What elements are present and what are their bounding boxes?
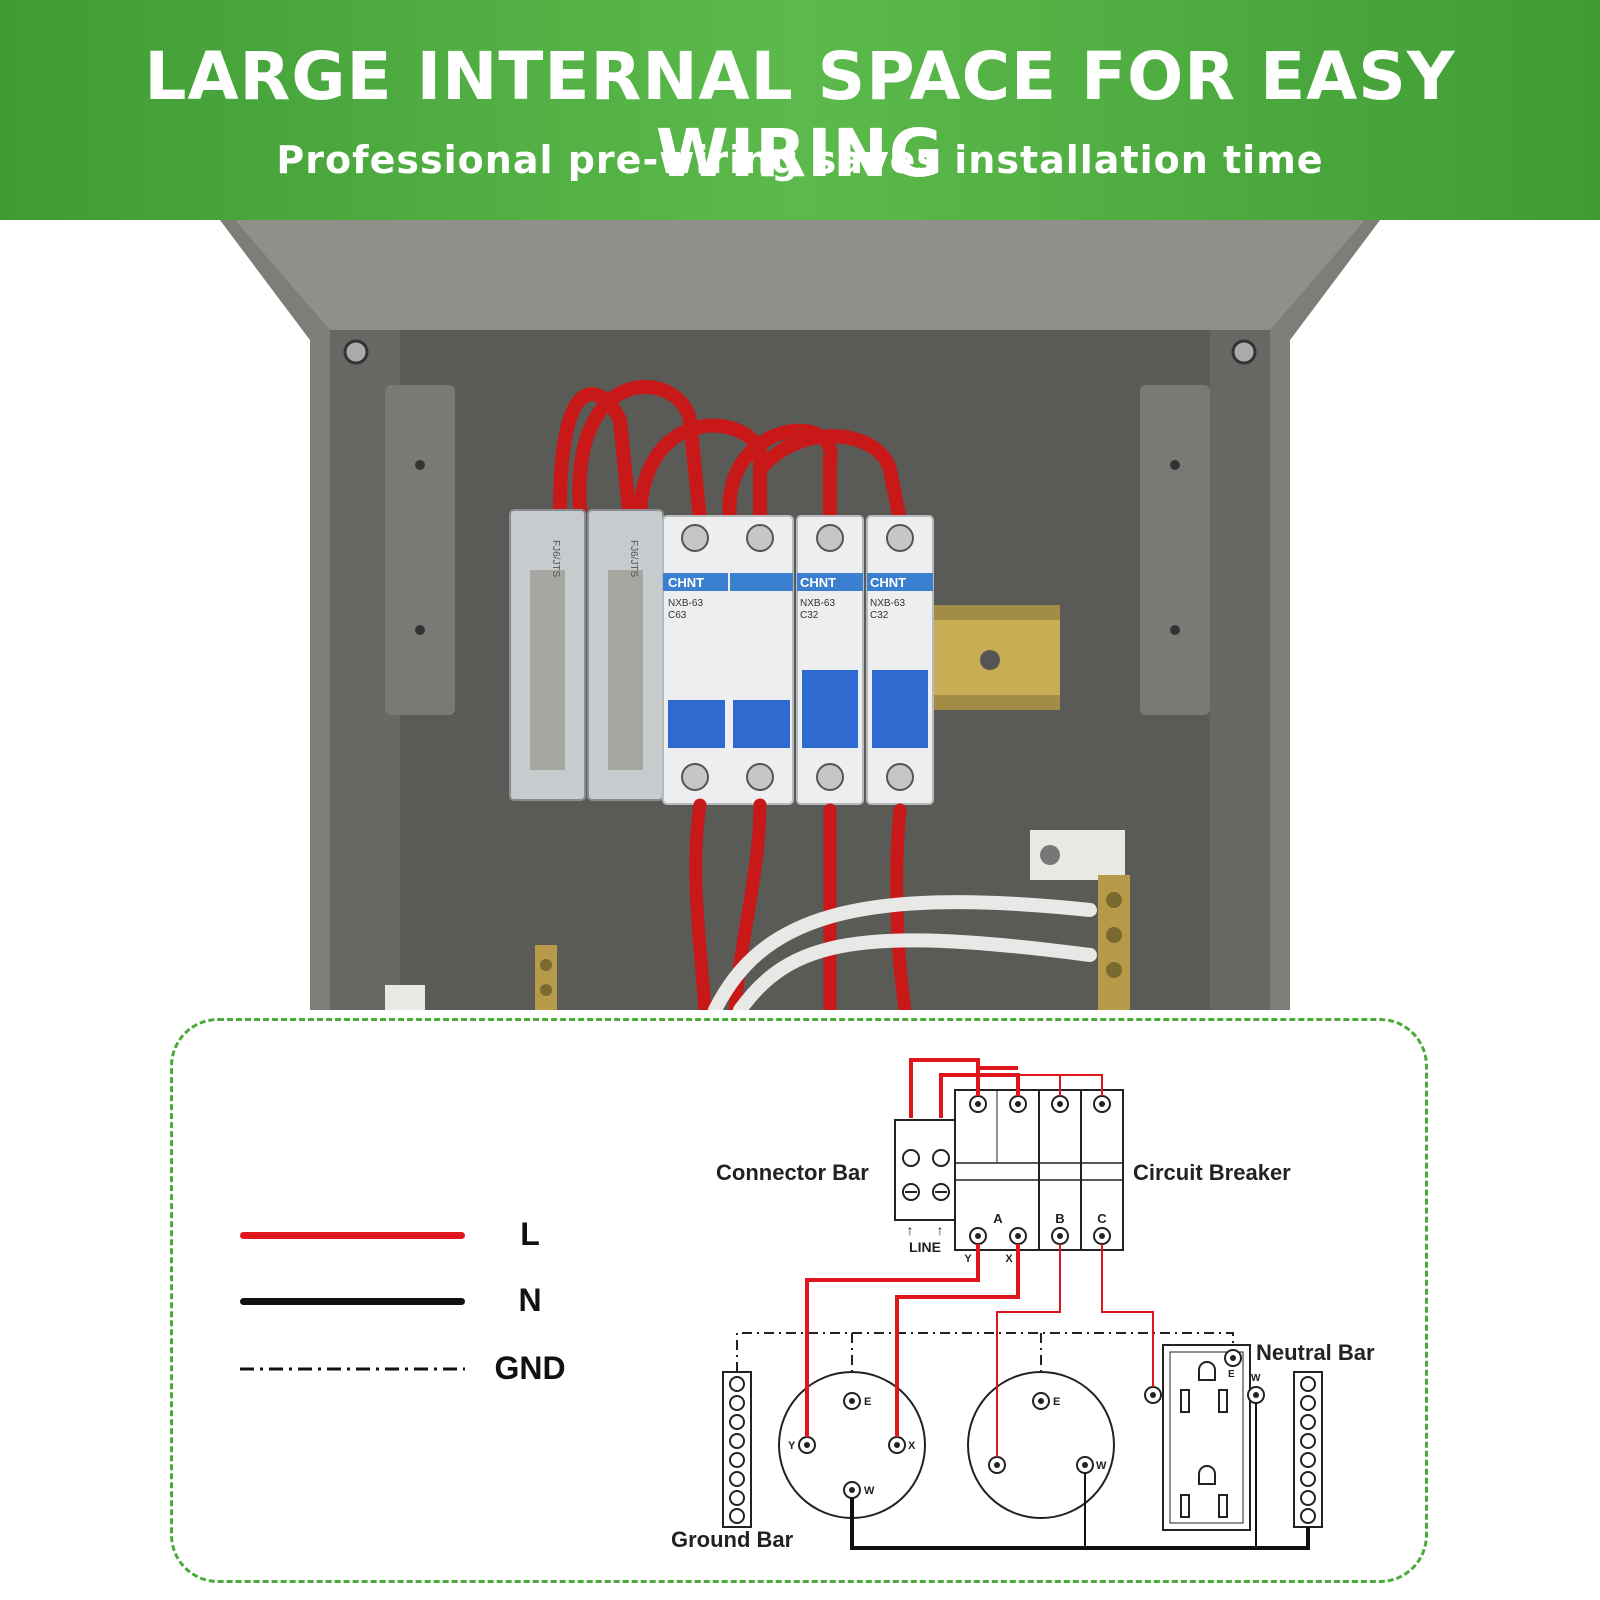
page-subtitle: Professional pre-wiring saves installati…	[276, 138, 1324, 182]
breaker-terminal-y: Y	[964, 1253, 972, 1265]
breaker-terminal-a: A	[993, 1211, 1003, 1226]
receptacle-2	[967, 1371, 1115, 1519]
connector-block-label-1: FJ6/JTS	[550, 540, 561, 578]
breaker-2-brand: CHNT	[800, 575, 836, 590]
breaker-terminal-c: C	[1097, 1211, 1107, 1226]
header-banner: LARGE INTERNAL SPACE FOR EASY WIRING Pro…	[0, 0, 1600, 220]
legend-line-n	[240, 1298, 465, 1305]
legend-item-n: N	[240, 1276, 580, 1326]
circuit-breaker-label: Circuit Breaker	[1133, 1160, 1291, 1185]
legend-line-gnd	[240, 1367, 465, 1371]
legend-label-n: N	[518, 1282, 542, 1318]
outlet-terminal-w: W	[1251, 1373, 1261, 1384]
rec2-terminal-w: W	[1096, 1460, 1107, 1472]
rec2-terminal-e: E	[1053, 1396, 1060, 1408]
legend: L N GND	[240, 1210, 580, 1410]
breaker-1-brand: CHNT	[668, 575, 704, 590]
breaker-terminal-x: X	[1005, 1253, 1013, 1265]
svg-text:↑: ↑	[937, 1222, 944, 1238]
breaker-1-rating: C63	[668, 610, 687, 621]
ground-bar-label: Ground Bar	[671, 1527, 794, 1552]
connector-bar-label: Connector Bar	[716, 1160, 869, 1185]
line-label: LINE	[909, 1239, 941, 1255]
panel-photo: FJ6/JTS FJ6/JTS CHNT NXB-63 C63 CHNT NXB…	[0, 220, 1600, 1010]
legend-item-gnd: GND	[240, 1344, 580, 1394]
svg-text:↑: ↑	[907, 1222, 914, 1238]
wiring-diagram: ↑ ↑ LINE A B C Y X Connector Bar Circuit…	[671, 1058, 1375, 1552]
legend-label-l: L	[520, 1216, 540, 1252]
rec1-terminal-e: E	[864, 1396, 871, 1408]
rec1-terminal-w: W	[864, 1485, 875, 1497]
diagram-frame	[170, 1018, 1428, 1583]
neutral-bar-label: Neutral Bar	[1256, 1340, 1375, 1365]
duplex-outlet	[1162, 1344, 1251, 1531]
breaker-2-model: NXB-63	[800, 598, 835, 609]
breaker-1-model: NXB-63	[668, 598, 703, 609]
connector-bar-box	[894, 1119, 956, 1221]
connector-block-label-2: FJ6/JTS	[628, 540, 639, 578]
legend-label-gnd: GND	[494, 1350, 566, 1386]
page-title: LARGE INTERNAL SPACE FOR EASY WIRING	[144, 38, 1456, 192]
legend-item-l: L	[240, 1210, 580, 1260]
breaker-terminal-b: B	[1055, 1211, 1064, 1226]
breaker-3-brand: CHNT	[870, 575, 906, 590]
outlet-terminal-e: E	[1228, 1369, 1235, 1380]
breaker-3-model: NXB-63	[870, 598, 905, 609]
rec1-terminal-y: Y	[788, 1440, 796, 1452]
legend-line-l	[240, 1232, 465, 1239]
breaker-3-rating: C32	[870, 610, 889, 621]
breaker-2-rating: C32	[800, 610, 819, 621]
rec1-terminal-x: X	[908, 1440, 916, 1452]
